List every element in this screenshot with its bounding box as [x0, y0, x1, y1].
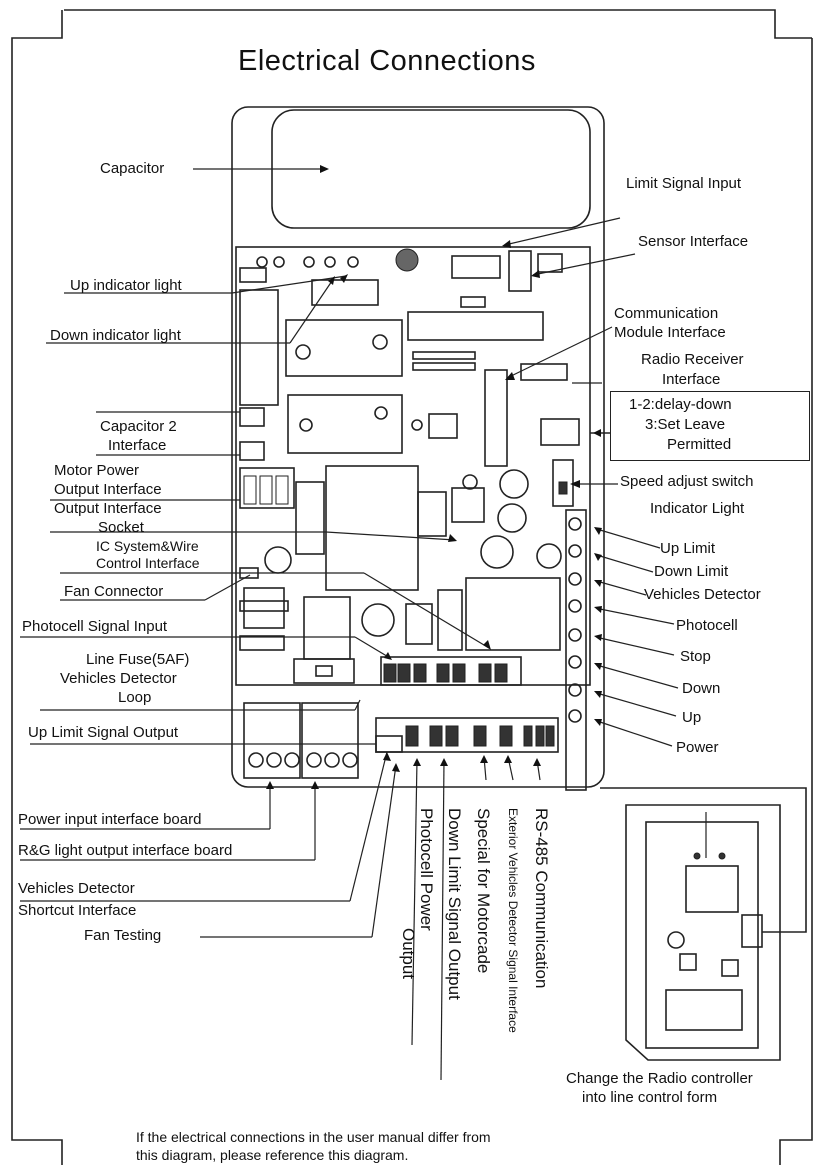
frame-left	[11, 10, 63, 1165]
label-fan-testing: Fan Testing	[84, 927, 162, 944]
footer-line1: If the electrical connections in the use…	[136, 1129, 491, 1145]
label-vehicles-detector-loop-line1: Vehicles Detector	[60, 670, 177, 687]
label-up-indicator-light: Up indicator light	[70, 277, 182, 294]
label-power-input-board: Power input interface board	[18, 811, 202, 828]
label-fan-connector: Fan Connector	[64, 583, 164, 600]
label-special-motorcade: Special for Motorcade	[474, 808, 493, 974]
footer-line2: this diagram, please reference this diag…	[136, 1147, 409, 1163]
label-ic-system-line1: IC System&Wire	[96, 538, 199, 554]
label-limit-signal-input: Limit Signal Input	[626, 175, 742, 192]
page-title: Electrical Connections	[238, 45, 536, 77]
label-down-limit-signal-output: Down Limit Signal Output	[445, 808, 464, 1000]
label-motor-power-line1: Motor Power	[54, 462, 140, 479]
label-capacitor: Capacitor	[100, 160, 165, 177]
label-speed-adjust-switch: Speed adjust switch	[620, 473, 754, 490]
label-down-indicator-light: Down indicator light	[50, 327, 181, 344]
label-led-power: Power	[676, 739, 719, 756]
label-rg-light-board: R&G light output interface board	[18, 842, 233, 859]
label-photocell-power-line2: Output	[399, 928, 418, 980]
label-ic-system-line2: Control Interface	[96, 555, 200, 571]
label-output-socket-line2: Socket	[98, 519, 144, 536]
label-led-vehicles-detector: Vehicles Detector	[644, 586, 761, 603]
label-communication-line2: Module Interface	[614, 324, 726, 341]
label-motor-power-line2: Output Interface	[54, 481, 162, 498]
label-photocell-power-line1: Photocell Power	[417, 808, 436, 931]
dip-switch-note: 1-2:delay-down 3:Set Leave Permitted	[610, 391, 810, 461]
dip-note-line2: 3:Set Leave	[645, 416, 726, 433]
label-radio-receiver-line2: Interface	[662, 371, 721, 388]
label-led-photocell: Photocell	[676, 617, 738, 634]
label-vehicles-shortcut-line1: Vehicles Detector	[18, 880, 135, 897]
label-up-limit-signal-output: Up Limit Signal Output	[28, 724, 179, 741]
label-exterior-vehicles-detector: Exterior Vehicles Detector Signal Interf…	[506, 808, 520, 1033]
label-vehicles-detector-loop-line2: Loop	[118, 689, 152, 706]
label-capacitor2-line2: Interface	[108, 437, 167, 454]
frame-right	[779, 38, 813, 1165]
label-led-up-limit: Up Limit	[660, 540, 716, 557]
label-led-down-limit: Down Limit	[654, 563, 729, 580]
label-capacitor2-line1: Capacitor 2	[100, 418, 177, 435]
label-sensor-interface: Sensor Interface	[638, 233, 749, 250]
label-led-stop: Stop	[680, 648, 711, 665]
label-photocell-signal-input: Photocell Signal Input	[22, 618, 168, 635]
label-led-up: Up	[682, 709, 702, 726]
label-rs485: RS-485 Communication	[532, 808, 551, 989]
label-output-socket-line1: Output Interface	[54, 500, 162, 517]
label-communication-line1: Communication	[614, 305, 719, 322]
label-indicator-light: Indicator Light	[650, 500, 745, 517]
controller-board	[231, 106, 605, 788]
footer-note: If the electrical connections in the use…	[136, 1128, 491, 1164]
label-led-down: Down	[682, 680, 721, 697]
dip-note-line3: Permitted	[667, 436, 732, 453]
label-radio-controller-line2: into line control form	[582, 1089, 718, 1106]
label-vehicles-shortcut-line2: Shortcut Interface	[18, 902, 137, 919]
label-line-fuse: Line Fuse(5AF)	[86, 651, 190, 668]
label-radio-receiver-line1: Radio Receiver	[641, 351, 744, 368]
label-radio-controller-line1: Change the Radio controller	[566, 1070, 753, 1087]
frame-top	[64, 9, 812, 39]
dip-note-line1: 1-2:delay-down	[629, 396, 732, 413]
